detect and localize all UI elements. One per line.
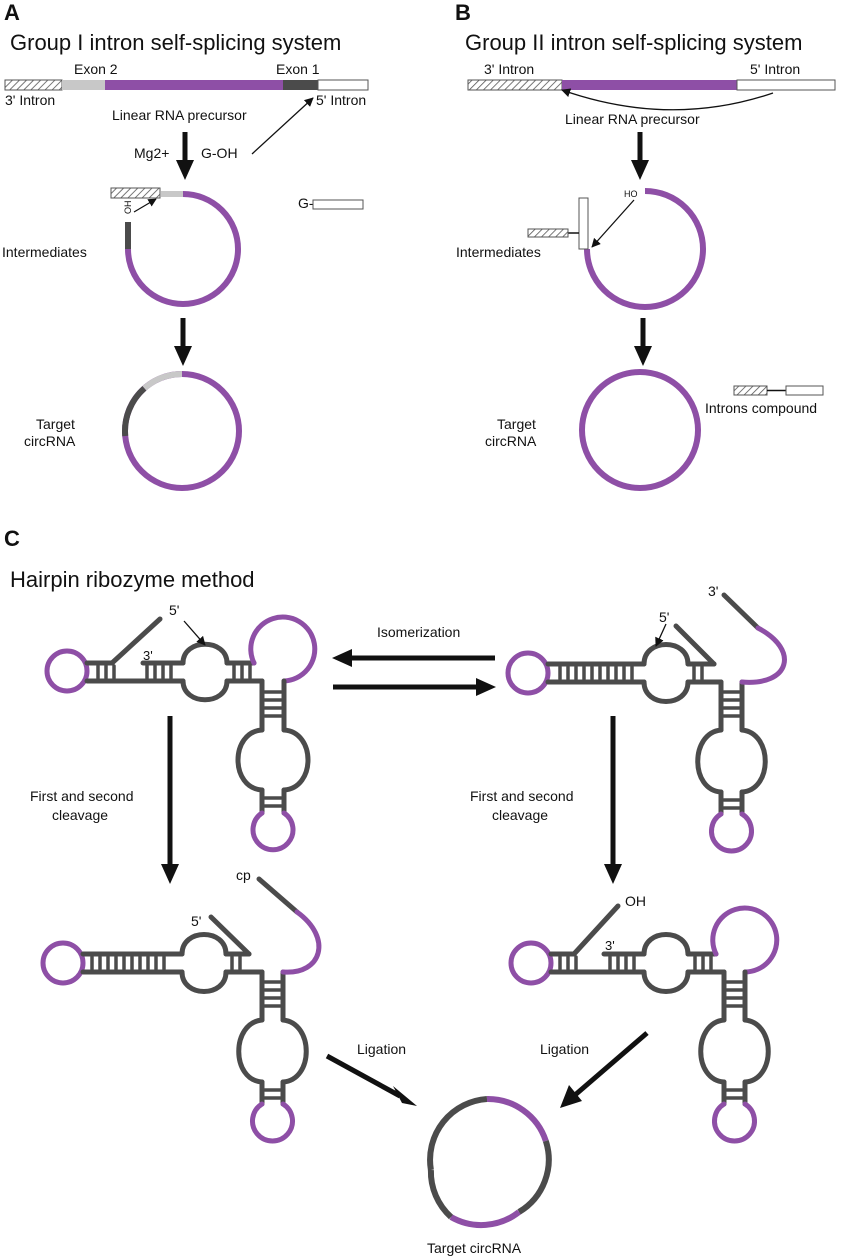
down-arrow [176, 132, 194, 180]
intron5-label: 5' Intron [316, 92, 366, 108]
precursor-label: Linear RNA precursor [112, 107, 247, 123]
group1-precursor-bar [4, 79, 369, 91]
cleavage-label-left-1: First and second [30, 788, 134, 804]
panel-a-title: Group I intron self-splicing system [10, 30, 341, 55]
tr-5prime: 5' [659, 609, 669, 625]
oh-attack-arrow [133, 198, 157, 213]
group2-target-circrna [579, 369, 701, 491]
isomerization-arrows [332, 649, 496, 696]
panel-b-letter: B [455, 0, 471, 25]
cleavage-arrow-left [161, 716, 179, 884]
hairpin-target-circrna [427, 1095, 552, 1229]
ho-attack-arrow [591, 199, 635, 248]
isomerization-label: Isomerization [377, 624, 460, 640]
ligation-arrow-left [325, 1053, 417, 1106]
goh-attack-arrow [251, 97, 314, 155]
exon2-segment [62, 80, 105, 90]
group1-intermediate: OH [110, 187, 241, 307]
g-label: G- [298, 195, 314, 211]
splice-arc-arrow [561, 88, 774, 111]
ligation-label-right: Ligation [540, 1041, 589, 1057]
goh-label: G-OH [201, 145, 238, 161]
ligation-label-left: Ligation [357, 1041, 406, 1057]
panel-a: A Group I intron self-splicing system Ex… [2, 0, 369, 491]
precursor-label: Linear RNA precursor [565, 111, 700, 127]
cleavage-label-right-2: cleavage [492, 807, 548, 823]
target-segment [562, 80, 737, 90]
released-intron5 [312, 199, 364, 210]
intron5-segment [736, 79, 836, 91]
exon2-label: Exon 2 [74, 61, 118, 77]
panel-a-letter: A [4, 0, 20, 25]
introns-compound-label: Introns compound [705, 400, 817, 416]
cleavage-label-right-1: First and second [470, 788, 574, 804]
cleavage-arrow-right [604, 716, 622, 884]
intron3-segment [467, 79, 563, 91]
tl-3prime: 3' [143, 648, 153, 663]
panel-b: B Group II intron self-splicing system 3… [455, 0, 836, 491]
intermediates-label: Intermediates [2, 244, 87, 260]
br-oh-label: OH [625, 893, 646, 909]
oh-label: OH [123, 201, 133, 215]
group2-precursor-bar [467, 79, 836, 91]
intron3-segment [4, 79, 63, 91]
ho-label: HO [624, 189, 638, 199]
intron5-label: 5' Intron [750, 61, 800, 77]
hairpin-bottom-left [40, 876, 322, 1144]
tl-cleavage-site-arrow [183, 620, 206, 646]
group2-intermediate: HO [527, 188, 706, 310]
panel-c-letter: C [4, 526, 20, 551]
final-target-label: Target circRNA [427, 1240, 522, 1256]
intron5-segment [317, 79, 369, 91]
ligation-arrow-right [560, 1031, 649, 1108]
hairpin-top-right [505, 592, 787, 854]
group1-target-circrna [122, 371, 242, 491]
tl-5prime: 5' [169, 602, 179, 618]
intron3-label: 3' Intron [484, 61, 534, 77]
exon1-label: Exon 1 [276, 61, 320, 77]
panel-c: C Hairpin ribozyme method 5' 3' [4, 526, 787, 1256]
intron3-label: 3' Intron [5, 92, 55, 108]
target-label-2: circRNA [24, 433, 76, 449]
intermediates-label: Intermediates [456, 244, 541, 260]
down-arrow [174, 318, 192, 366]
tr-3prime: 3' [708, 583, 718, 599]
tr-cleavage-site-arrow [655, 623, 667, 647]
bl-cp-label: cp [236, 867, 251, 883]
hairpin-top-left [44, 614, 318, 853]
target-label-1: Target [497, 416, 536, 432]
target-label-2: circRNA [485, 433, 537, 449]
target-label-1: Target [36, 416, 75, 432]
br-3prime: 3' [605, 938, 615, 953]
bl-5prime: 5' [191, 913, 201, 929]
down-arrow [634, 318, 652, 366]
target-segment [105, 80, 283, 90]
cleavage-label-left-2: cleavage [52, 807, 108, 823]
mg-label: Mg2+ [134, 145, 169, 161]
down-arrow [631, 132, 649, 180]
panel-c-title: Hairpin ribozyme method [10, 567, 255, 592]
hairpin-bottom-right [508, 903, 780, 1144]
introns-compound-icon [733, 385, 824, 396]
panel-b-title: Group II intron self-splicing system [465, 30, 802, 55]
exon1-segment [283, 80, 318, 90]
